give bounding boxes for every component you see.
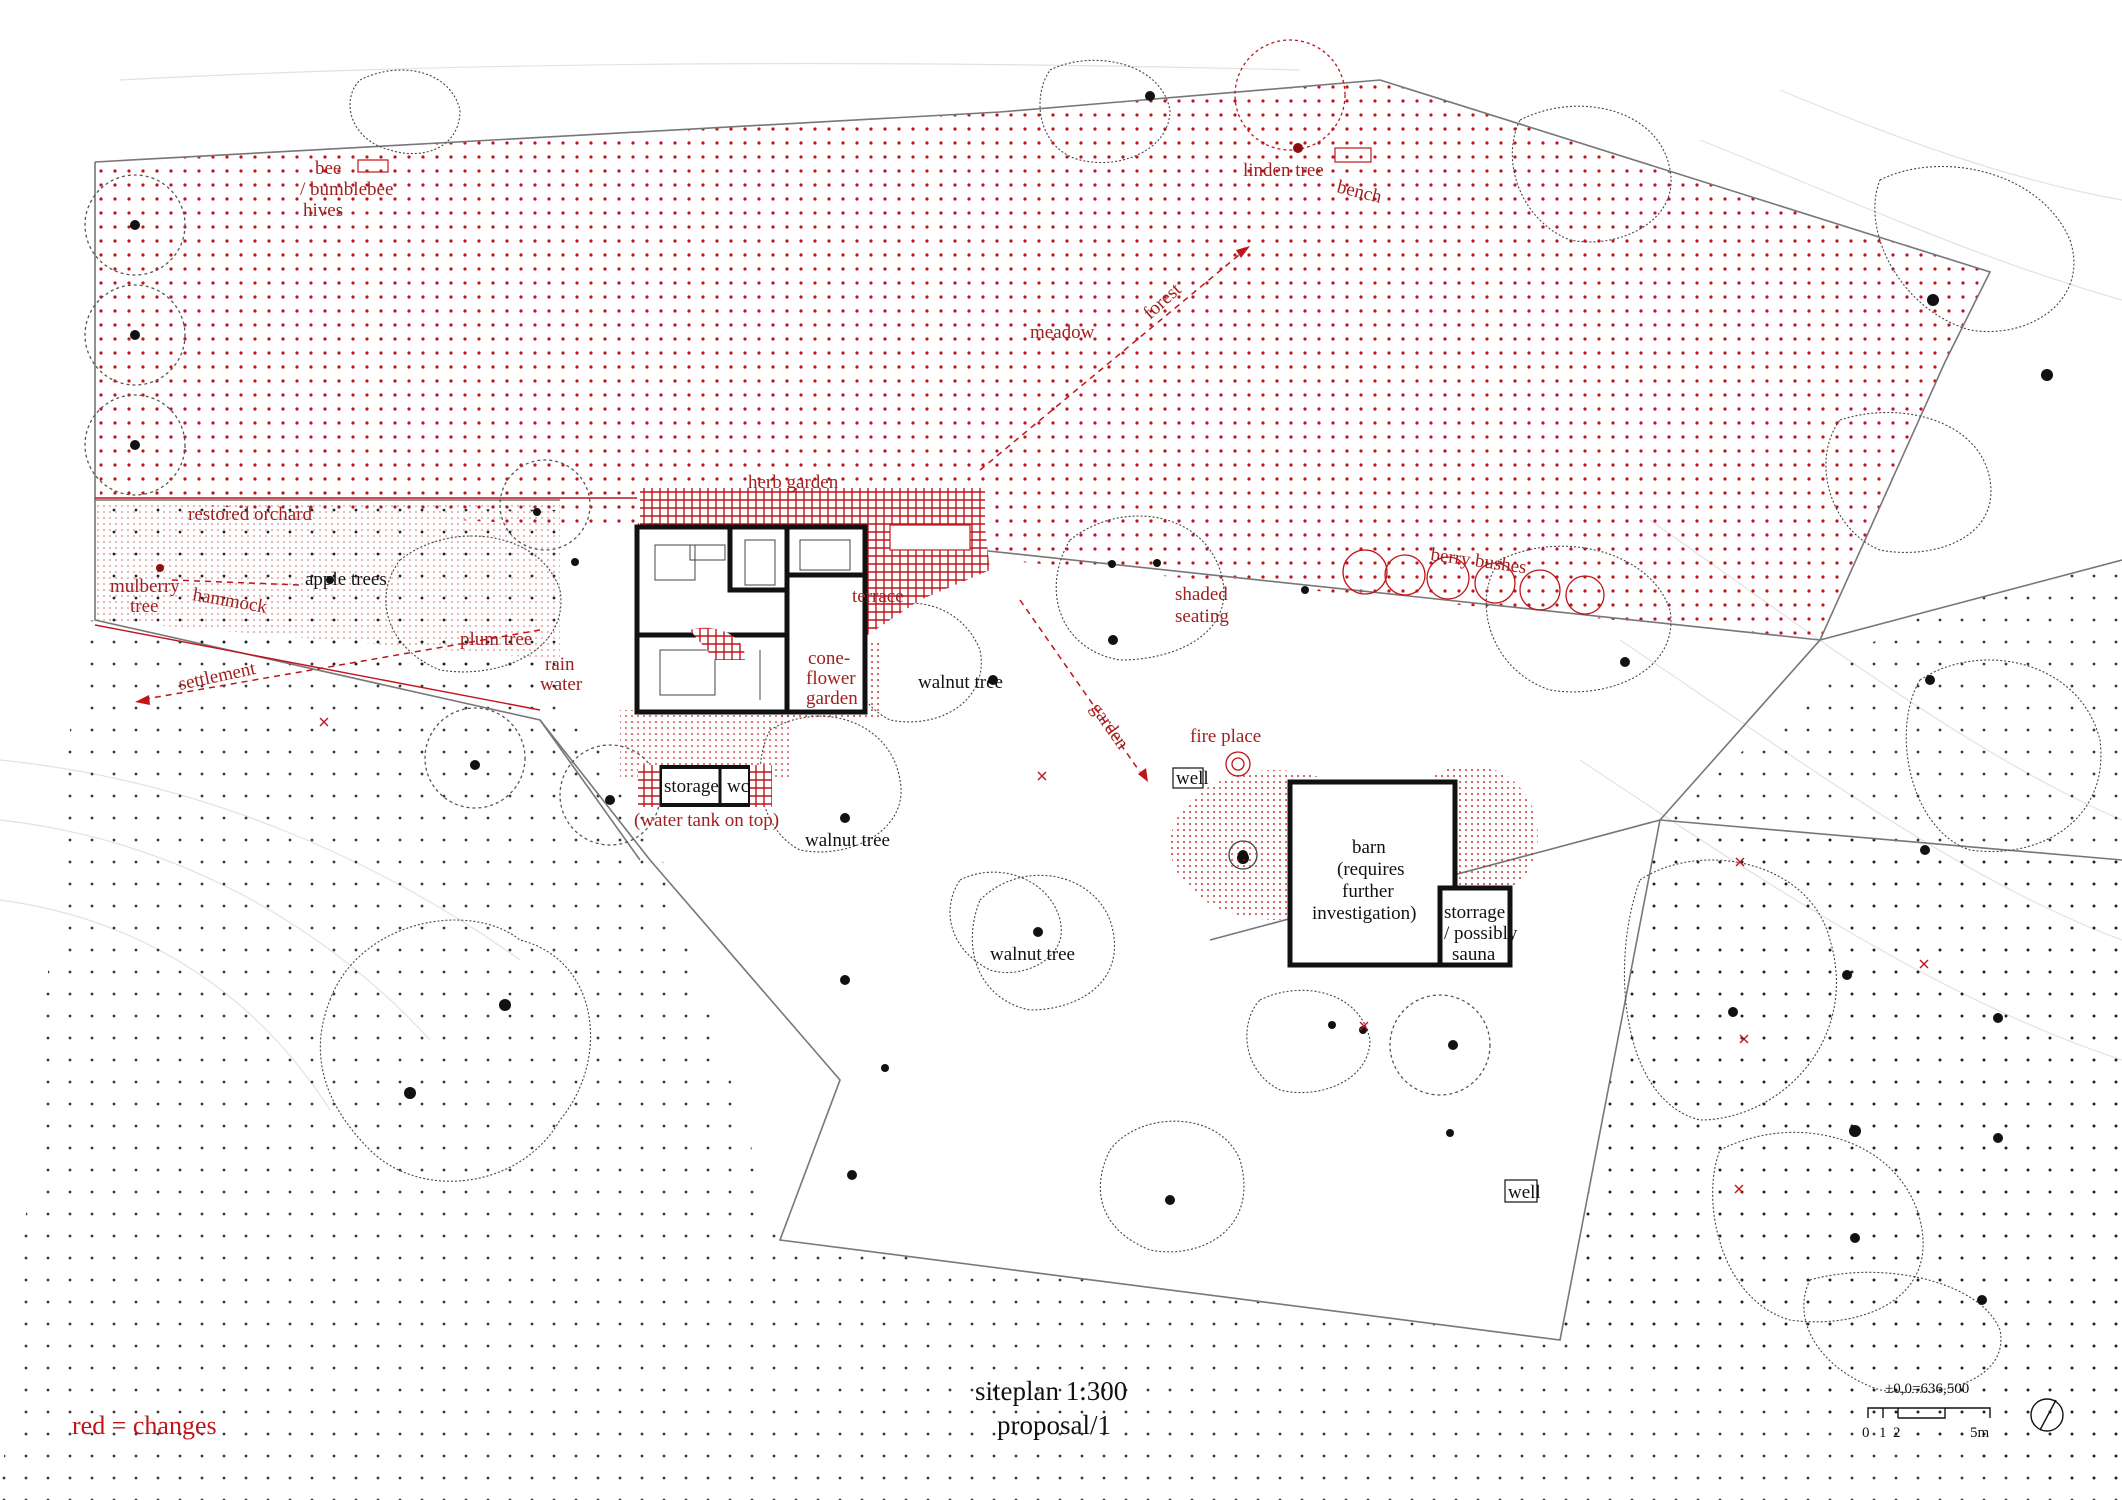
wells <box>1172 767 1538 1203</box>
plan-title: siteplan 1:300 <box>975 1376 1127 1406</box>
label-wc: wc <box>727 776 749 797</box>
label-storage: storage <box>664 776 719 797</box>
label-hives: hives <box>303 200 343 221</box>
label-cone: cone- <box>808 648 850 669</box>
label-tree: tree <box>130 596 158 617</box>
label-linden-tree: linden tree <box>1243 160 1324 181</box>
barn <box>1287 779 1513 968</box>
label-possibly: / possibly <box>1444 923 1518 944</box>
elevation-reference: ±0,0=636,500 <box>1885 1381 1969 1397</box>
label-walnut-tree-2: walnut tree <box>805 830 890 851</box>
labels-black: apple trees walnut tree well storage wc … <box>305 569 1541 1203</box>
scale-bar <box>1867 1407 1991 1419</box>
label-garden-path: garden <box>1086 699 1133 754</box>
label-mulberry: mulberry <box>110 576 180 597</box>
label-plum-tree: plum tree <box>460 629 532 650</box>
label-well-1: well <box>1176 768 1209 789</box>
label-fire-place: fire place <box>1190 726 1261 747</box>
label-herb-garden: herb garden <box>748 472 839 493</box>
label-barn-4: investigation) <box>1312 903 1416 924</box>
arrow-heads <box>135 246 1250 782</box>
label-bumblebee: / bumblebee <box>300 179 393 200</box>
scale-tick-0: 0 <box>1862 1425 1870 1441</box>
fire-place <box>1225 751 1258 870</box>
orchard-edge <box>94 497 637 711</box>
property-boundary <box>94 79 2122 1341</box>
house <box>634 524 868 715</box>
label-garden-word: garden <box>806 688 858 709</box>
bed-hatch <box>690 627 746 660</box>
tree-blobs <box>319 59 2102 1393</box>
red-trunks <box>156 143 1303 572</box>
label-flower: flower <box>806 668 856 689</box>
storage-shed-hatch <box>638 765 772 807</box>
label-walnut-tree-1: walnut tree <box>918 672 1003 693</box>
label-seating: seating <box>1175 606 1229 627</box>
fire-place-center <box>1238 850 1248 860</box>
meadow-area <box>95 80 1990 700</box>
scale-tick-5m: 5m <box>1970 1425 1990 1441</box>
north-arrow-icon <box>2030 1398 2064 1432</box>
existing-ground <box>0 560 2122 1500</box>
label-walnut-tree-3: walnut tree <box>990 944 1075 965</box>
berry-bushes <box>1342 549 1605 615</box>
paths <box>139 249 1246 773</box>
removed-tree-marks <box>319 717 1929 1194</box>
tree-trunks <box>130 91 2053 1305</box>
label-bee: bee <box>315 158 341 179</box>
terrace-table <box>889 524 971 551</box>
tree-crowns <box>84 39 1491 1096</box>
label-shaded: shaded <box>1175 584 1228 605</box>
label-apple-trees: apple trees <box>305 569 387 590</box>
house-interior <box>654 539 851 700</box>
bee-hives <box>357 147 1372 173</box>
label-water: water <box>540 674 583 695</box>
label-storrage: storrage <box>1444 902 1505 923</box>
legend-changes: red = changes <box>72 1411 217 1440</box>
plan-subtitle: proposal/1 <box>997 1410 1111 1440</box>
label-barn-3: further <box>1342 881 1394 902</box>
scale-tick-2: 2 <box>1893 1425 1901 1441</box>
label-water-tank: (water tank on top) <box>634 810 779 831</box>
label-terrace: terrace <box>852 586 904 607</box>
label-well-2: well <box>1508 1182 1541 1203</box>
label-sauna: sauna <box>1452 944 1496 965</box>
scale-tick-1: 1 <box>1879 1425 1887 1441</box>
label-meadow: meadow <box>1030 322 1095 343</box>
label-barn-2: (requires <box>1337 859 1405 880</box>
label-restored-orchard: restored orchard <box>188 504 312 525</box>
label-rain: rain <box>545 654 575 675</box>
label-barn-1: barn <box>1352 837 1386 858</box>
